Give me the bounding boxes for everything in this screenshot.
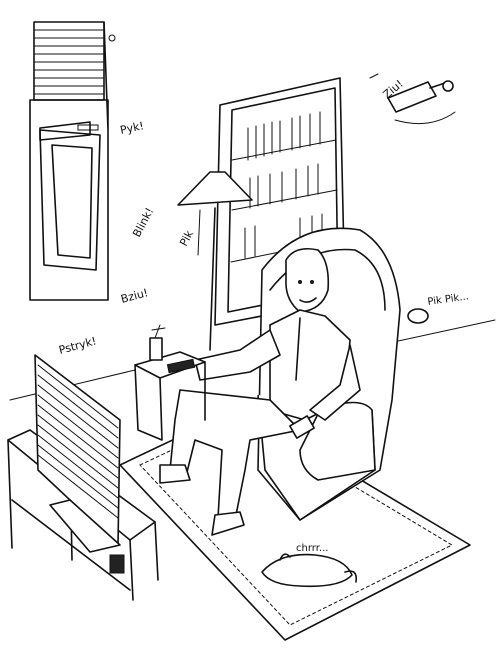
sound-lamp2-label: Pik xyxy=(177,228,196,249)
sleeping-cat xyxy=(261,553,358,588)
sound-bulb-label: Bziu! xyxy=(119,286,149,306)
security-camera xyxy=(369,73,456,125)
person xyxy=(159,247,361,536)
sound-tv-label: Pstryk! xyxy=(57,334,97,356)
sound-window-label: Pyk! xyxy=(119,119,145,137)
television xyxy=(34,354,125,574)
floor-lamp xyxy=(177,171,253,351)
side-table xyxy=(134,324,206,441)
sound-cat-label: chrrr... xyxy=(296,543,328,554)
window xyxy=(29,21,116,301)
sound-sensor-label: Pik Pik... xyxy=(427,291,470,308)
motion-sensor xyxy=(407,308,429,324)
sound-lamp-label: Blink! xyxy=(130,206,156,240)
